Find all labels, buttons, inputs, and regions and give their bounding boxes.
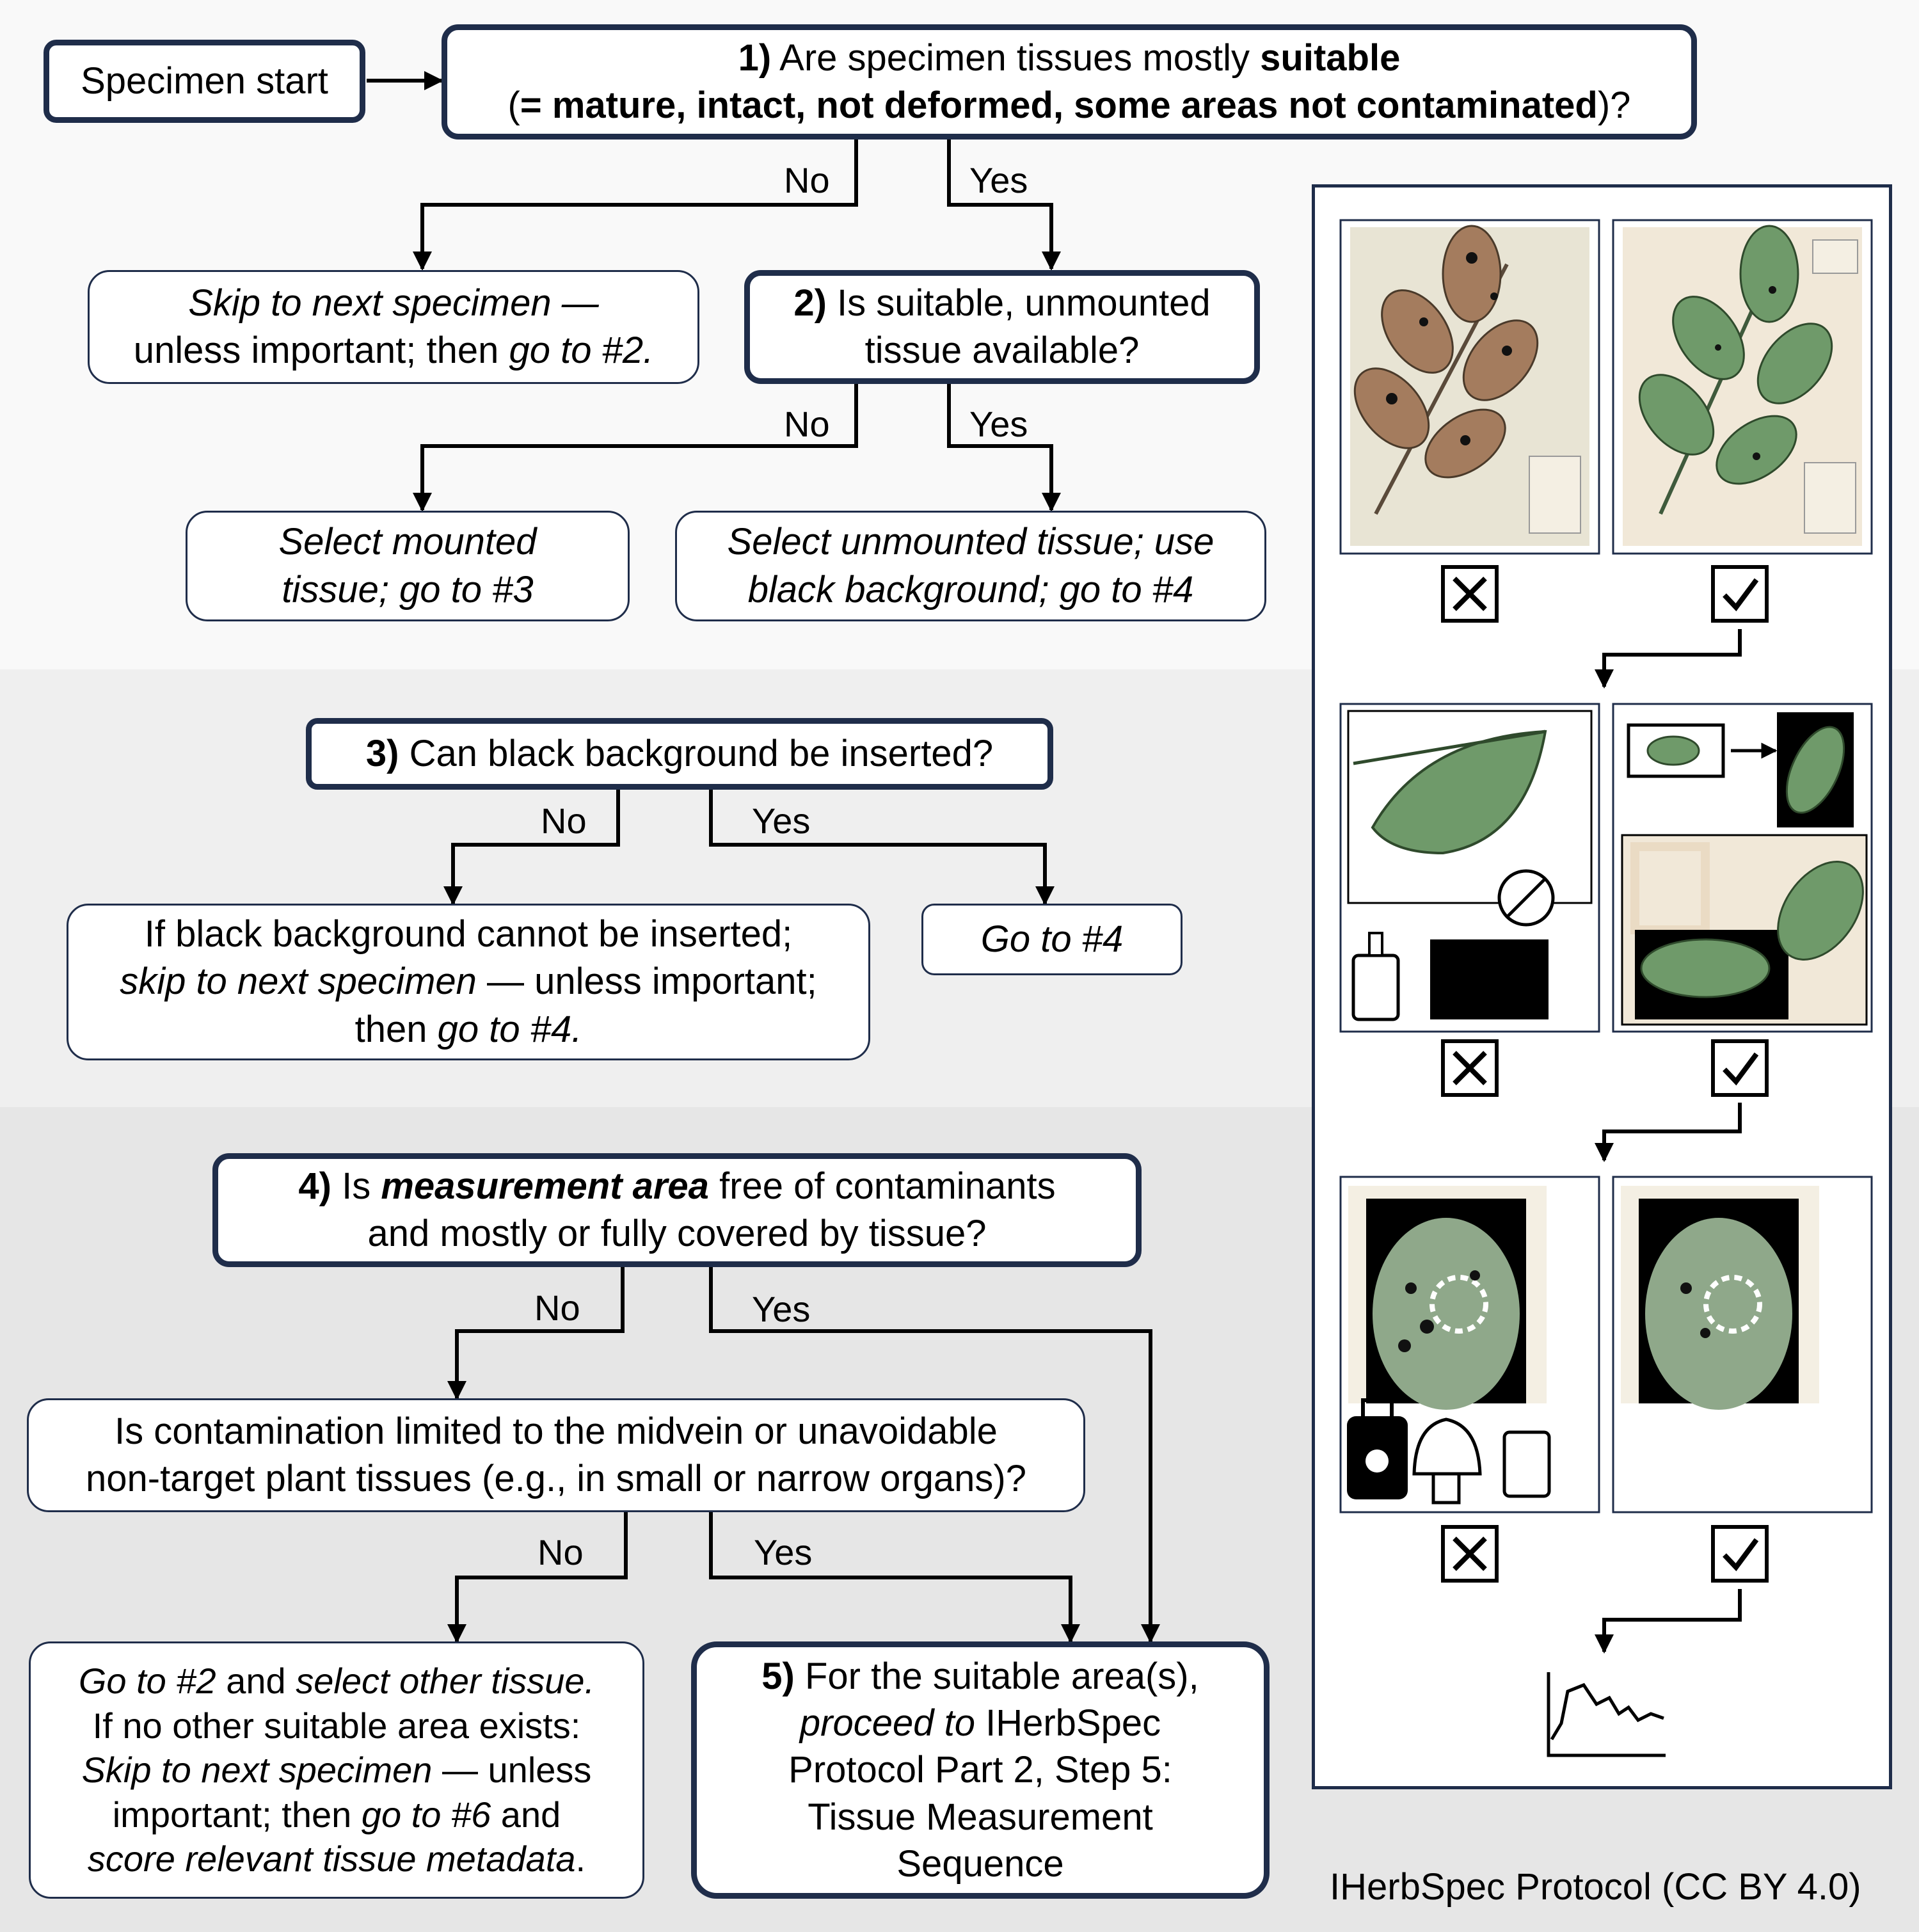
question-3-box: 3) Can black background be inserted? — [306, 718, 1053, 790]
q4-no-label: No — [534, 1288, 580, 1328]
green-specimen-illustration — [1623, 225, 1862, 546]
mounted-line-2: tissue; go to #3 — [282, 568, 534, 611]
contam-no-label: No — [537, 1532, 584, 1572]
q5-line-2: proceed to IHerbSpec — [799, 1702, 1161, 1744]
question-1-line-1: 1) Are specimen tissues mostly suitable — [738, 36, 1401, 79]
q3-no-label: No — [541, 801, 587, 841]
frame-brown-specimen — [1339, 219, 1600, 555]
unmounted-line-1: Select unmounted tissue; use — [727, 521, 1214, 563]
clean-area-illustration — [1621, 1186, 1819, 1410]
question-1-box: 1) Are specimen tissues mostly suitable … — [442, 24, 1697, 140]
frame-contaminated-area — [1339, 1176, 1600, 1513]
bgfail-line-2: skip to next specimen — unless important… — [120, 961, 817, 1003]
skip-specimen-box: Skip to next specimen — unless important… — [88, 270, 699, 384]
mushroom-icon — [1412, 1417, 1482, 1476]
illustration-panel — [1312, 184, 1892, 1789]
skip-line-1: Skip to next specimen — — [188, 282, 599, 324]
q5-line-1: 5) For the suitable area(s), — [761, 1656, 1199, 1698]
goto-4-box: Go to #4 — [921, 904, 1182, 975]
mounted-leaf-illustration — [1347, 710, 1593, 1021]
contam-line-1: Is contamination limited to the midvein … — [115, 1410, 998, 1452]
frame-green-specimen — [1612, 219, 1873, 555]
arrow-q1-yes — [947, 140, 1061, 271]
contam-line-2: non-target plant tissues (e.g., in small… — [85, 1458, 1027, 1499]
q3-yes-label: Yes — [752, 801, 811, 841]
check-box-icon — [1711, 565, 1769, 623]
goto2-line-5: score relevant tissue metadata. — [87, 1839, 586, 1880]
arrow-q3-yes — [709, 790, 1055, 906]
contaminated-area-illustration — [1347, 1186, 1551, 1505]
illustration-svg — [1339, 219, 1873, 1757]
arrow-q2-no — [413, 384, 858, 512]
arrow-q3-no — [443, 790, 620, 906]
question-4-line-1: 4) Is measurement area free of contamina… — [298, 1165, 1056, 1207]
q5-line-4: Tissue Measurement — [808, 1796, 1153, 1838]
question-3-text: 3) Can black background be inserted? — [365, 732, 994, 774]
arrow-contam-yes — [709, 1512, 1080, 1643]
mounted-line-1: Select mounted — [278, 521, 537, 563]
black-background-card — [1430, 939, 1549, 1019]
select-mounted-box: Select mounted tissue; go to #3 — [186, 511, 630, 621]
goto2-line-1: Go to #2 and select other tissue. — [78, 1661, 595, 1702]
q2-yes-label: Yes — [969, 404, 1028, 444]
contam-yes-label: Yes — [754, 1532, 813, 1572]
q1-no-label: No — [784, 160, 830, 200]
brown-specimen-illustration — [1350, 225, 1589, 546]
arrow-q4-yes — [709, 1267, 1160, 1643]
step-5-box: 5) For the suitable area(s), proceed to … — [691, 1641, 1270, 1899]
glue-bottle-icon — [1351, 954, 1400, 1021]
goto-2-box: Go to #2 and select other tissue. If no … — [29, 1641, 644, 1899]
goto2-line-2: If no other suitable area exists: — [92, 1705, 581, 1746]
specimen-start-box: Specimen start — [44, 40, 365, 123]
arrow-contam-no — [447, 1512, 628, 1643]
bgfail-line-1: If black background cannot be inserted; — [144, 913, 793, 955]
select-unmounted-box: Select unmounted tissue; use black backg… — [675, 511, 1266, 621]
q2-no-label: No — [784, 404, 830, 444]
question-4-line-2: and mostly or fully covered by tissue? — [367, 1213, 987, 1254]
frame-unmounted-leaf — [1612, 703, 1873, 1033]
specimen-start-label: Specimen start — [81, 60, 328, 102]
arrow-q2-yes — [947, 384, 1061, 512]
question-2-line-1: 2) Is suitable, unmounted — [793, 282, 1211, 324]
skip-line-2: unless important; then go to #2. — [133, 330, 654, 371]
goto2-line-4: important; then go to #6 and — [112, 1794, 561, 1835]
unmounted-leaf-illustration — [1621, 712, 1868, 1026]
question-2-line-2: tissue available? — [864, 330, 1140, 371]
bgfail-line-3: then go to #4. — [354, 1008, 582, 1050]
arrow-q4-no — [447, 1267, 625, 1400]
goto2-line-3: Skip to next specimen — unless — [81, 1750, 592, 1791]
credit-text: IHerbSpec Protocol (CC BY 4.0) — [1330, 1866, 1861, 1908]
background-fail-box: If black background cannot be inserted; … — [67, 904, 870, 1060]
question-1-line-2: (= mature, intact, not deformed, some ar… — [507, 84, 1631, 126]
spectrum-icon — [1547, 1672, 1666, 1757]
question-2-box: 2) Is suitable, unmounted tissue availab… — [744, 270, 1260, 384]
q4-yes-label: Yes — [752, 1289, 811, 1329]
arrow-q1-no — [413, 140, 858, 271]
frame-clean-area — [1612, 1176, 1873, 1513]
contamination-question-box: Is contamination limited to the midvein … — [27, 1398, 1085, 1512]
question-4-box: 4) Is measurement area free of contamina… — [212, 1153, 1142, 1267]
q5-line-3: Protocol Part 2, Step 5: — [788, 1749, 1172, 1791]
frame-mounted-leaf — [1339, 703, 1600, 1033]
q5-line-5: Sequence — [896, 1842, 1064, 1885]
goto-4-text: Go to #4 — [980, 918, 1124, 960]
unmounted-line-2: black background; go to #4 — [747, 568, 1194, 611]
q1-yes-label: Yes — [969, 160, 1028, 200]
